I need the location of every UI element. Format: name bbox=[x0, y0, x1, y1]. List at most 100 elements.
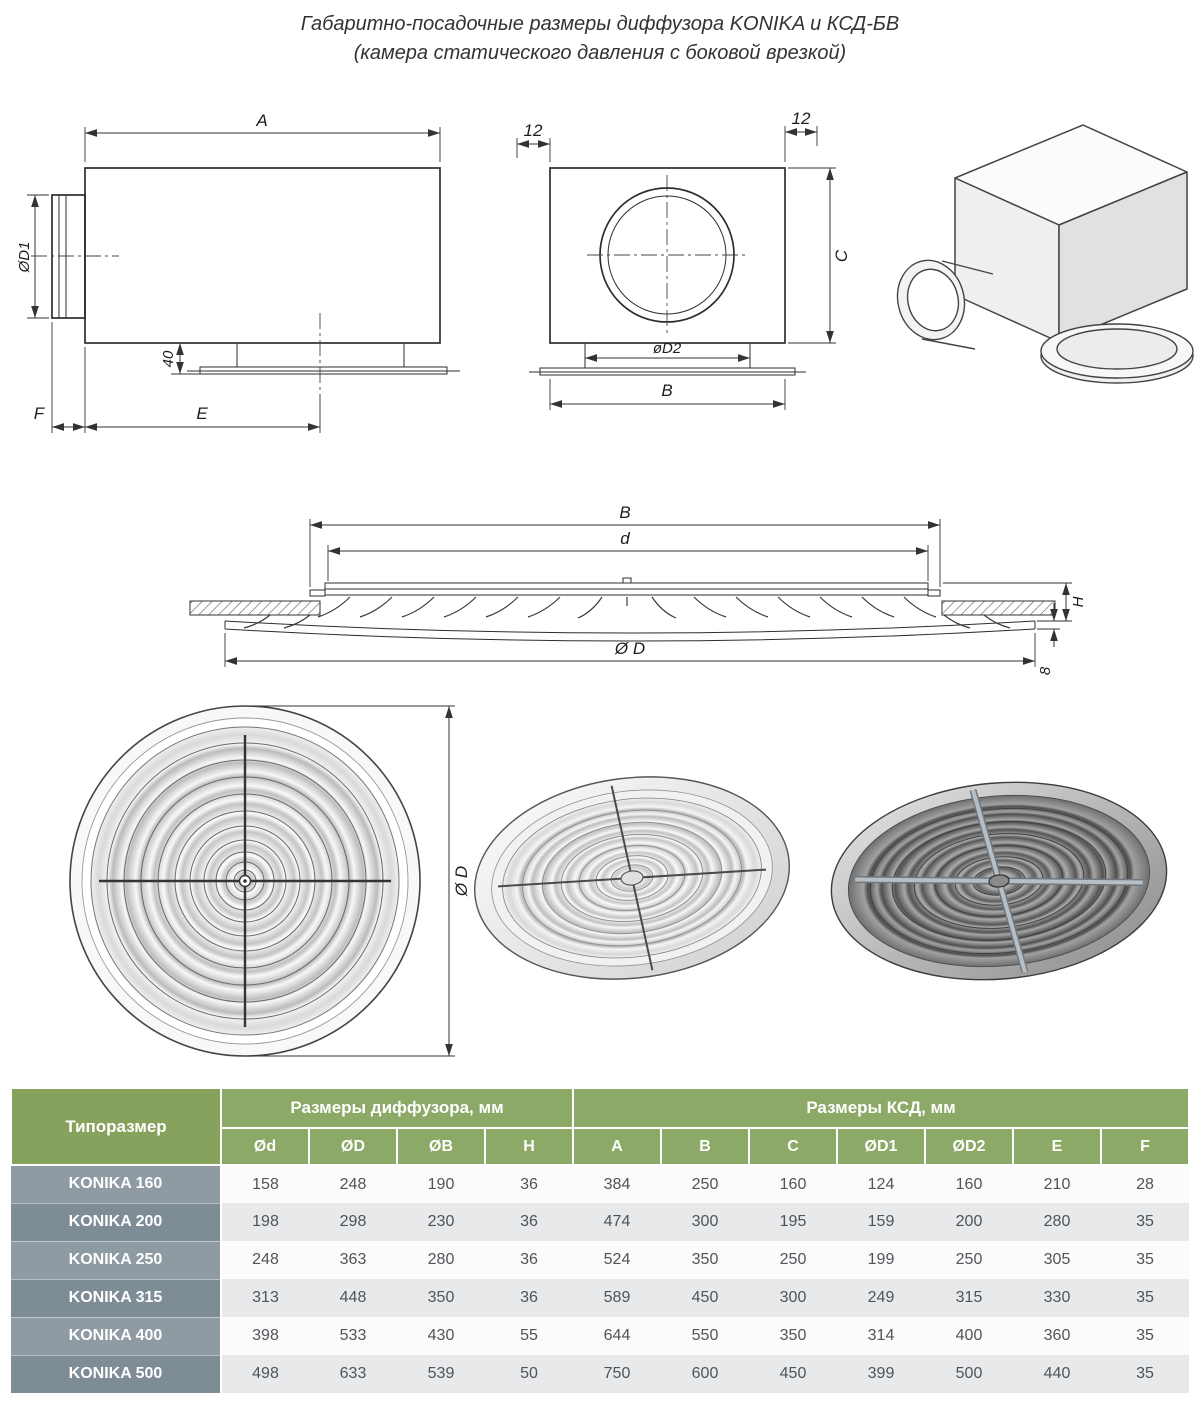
table-cell: 158 bbox=[221, 1165, 309, 1203]
table-cell: 363 bbox=[309, 1241, 397, 1279]
table-cell: 524 bbox=[573, 1241, 661, 1279]
table-cell: 190 bbox=[397, 1165, 485, 1203]
table-cell: 50 bbox=[485, 1355, 573, 1393]
table-cell: 36 bbox=[485, 1165, 573, 1203]
table-cell: 36 bbox=[485, 1279, 573, 1317]
table-cell: 500 bbox=[925, 1355, 1013, 1393]
table-cell: 280 bbox=[397, 1241, 485, 1279]
side-view-dimensions: A ØD1 40 F E bbox=[16, 111, 441, 433]
table-cell: 400 bbox=[925, 1317, 1013, 1355]
title-line-2: (камера статического давления с боковой … bbox=[353, 42, 847, 64]
drawing-diffuser-3d-front bbox=[474, 776, 790, 980]
table-cell: 533 bbox=[309, 1317, 397, 1355]
table-cell: 300 bbox=[749, 1279, 837, 1317]
drawing-diffuser-section: B d bbox=[189, 503, 1087, 675]
table-cell: 398 bbox=[221, 1317, 309, 1355]
dim-label-section-h: H bbox=[1070, 596, 1087, 607]
table-cell: 35 bbox=[1101, 1355, 1189, 1393]
drawing-ksd-front-view: 12 12 C øD2 B bbox=[516, 109, 851, 410]
table-cell: 430 bbox=[397, 1317, 485, 1355]
dim-label-top-od: Ø D bbox=[452, 866, 471, 897]
dim-label-e: E bbox=[196, 404, 208, 423]
dim-label-section-od: Ø D bbox=[614, 639, 645, 658]
table-cell: 448 bbox=[309, 1279, 397, 1317]
table-header-ksd-group: Размеры КСД, мм bbox=[572, 1087, 1190, 1129]
table-cell: 384 bbox=[573, 1165, 661, 1203]
table-cell: 36 bbox=[485, 1241, 573, 1279]
table-cell: 195 bbox=[749, 1203, 837, 1241]
table-cell: 600 bbox=[661, 1355, 749, 1393]
table-cell: 750 bbox=[573, 1355, 661, 1393]
section-dimensions-top: B d bbox=[309, 503, 941, 587]
table-cell: 28 bbox=[1101, 1165, 1189, 1203]
table-cell: 250 bbox=[661, 1165, 749, 1203]
table-cell: 248 bbox=[309, 1165, 397, 1203]
row-label: KONIKA 315 bbox=[11, 1279, 222, 1318]
dim-label-d2: øD2 bbox=[653, 340, 682, 357]
table-cell: 248 bbox=[221, 1241, 309, 1279]
table-cell: 36 bbox=[485, 1203, 573, 1241]
ceiling-hatch-left bbox=[189, 600, 321, 616]
table-header-diffuser-group: Размеры диффузора, мм bbox=[220, 1087, 574, 1129]
dim-label-12-left: 12 bbox=[524, 121, 543, 140]
table-cell: 35 bbox=[1101, 1279, 1189, 1317]
front-view-dimensions: 12 12 C øD2 B bbox=[516, 109, 851, 410]
page-title: Габаритно-посадочные размеры диффузора K… bbox=[0, 10, 1200, 68]
table-cell: 55 bbox=[485, 1317, 573, 1355]
drawing-diffuser-3d-back bbox=[830, 781, 1168, 981]
drawing-ksd-side-view: A ØD1 40 F E bbox=[16, 111, 460, 433]
column-header-h: H bbox=[484, 1127, 574, 1166]
table-cell: 300 bbox=[661, 1203, 749, 1241]
table-cell: 230 bbox=[397, 1203, 485, 1241]
row-label: KONIKA 160 bbox=[11, 1165, 222, 1204]
dim-label-c: C bbox=[832, 249, 851, 262]
table-cell: 539 bbox=[397, 1355, 485, 1393]
column-header-e: E bbox=[1012, 1127, 1102, 1166]
column-header-od1: ØD1 bbox=[836, 1127, 926, 1166]
dim-label-12-right: 12 bbox=[792, 109, 811, 128]
top-view-dimension: Ø D bbox=[251, 705, 471, 1057]
column-header-c: C bbox=[748, 1127, 838, 1166]
table-cell: 35 bbox=[1101, 1241, 1189, 1279]
table-cell: 298 bbox=[309, 1203, 397, 1241]
title-line-1: Габаритно-посадочные размеры диффузора K… bbox=[300, 13, 900, 35]
dim-label-section-d: d bbox=[620, 529, 630, 548]
table-cell: 250 bbox=[749, 1241, 837, 1279]
section-louvers bbox=[243, 596, 1011, 629]
dim-label-f: F bbox=[34, 404, 46, 423]
column-header-a: A bbox=[572, 1127, 662, 1166]
front-view-body bbox=[529, 167, 806, 376]
table-cell: 200 bbox=[925, 1203, 1013, 1241]
section-dimensions-bottom: Ø D H 8 bbox=[224, 582, 1087, 675]
dim-label-a: A bbox=[255, 111, 267, 130]
table-cell: 644 bbox=[573, 1317, 661, 1355]
table-cell: 198 bbox=[221, 1203, 309, 1241]
row-label: KONIKA 200 bbox=[11, 1203, 222, 1242]
table-cell: 160 bbox=[749, 1165, 837, 1203]
table-cell: 350 bbox=[661, 1241, 749, 1279]
ceiling-hatch-right bbox=[941, 600, 1056, 616]
side-view-body bbox=[31, 167, 460, 392]
table-cell: 313 bbox=[221, 1279, 309, 1317]
table-cell: 159 bbox=[837, 1203, 925, 1241]
table-cell: 305 bbox=[1013, 1241, 1101, 1279]
iso-box-body bbox=[954, 124, 1188, 343]
table-cell: 450 bbox=[749, 1355, 837, 1393]
row-label: KONIKA 400 bbox=[11, 1317, 222, 1356]
table-cell: 210 bbox=[1013, 1165, 1101, 1203]
table-cell: 330 bbox=[1013, 1279, 1101, 1317]
drawing-diffuser-top-view: Ø D bbox=[69, 705, 471, 1057]
table-cell: 160 bbox=[925, 1165, 1013, 1203]
table-cell: 35 bbox=[1101, 1317, 1189, 1355]
table-cell: 315 bbox=[925, 1279, 1013, 1317]
table-cell: 399 bbox=[837, 1355, 925, 1393]
top-view-body bbox=[69, 705, 421, 1057]
column-header-od-small: Ød bbox=[220, 1127, 310, 1166]
